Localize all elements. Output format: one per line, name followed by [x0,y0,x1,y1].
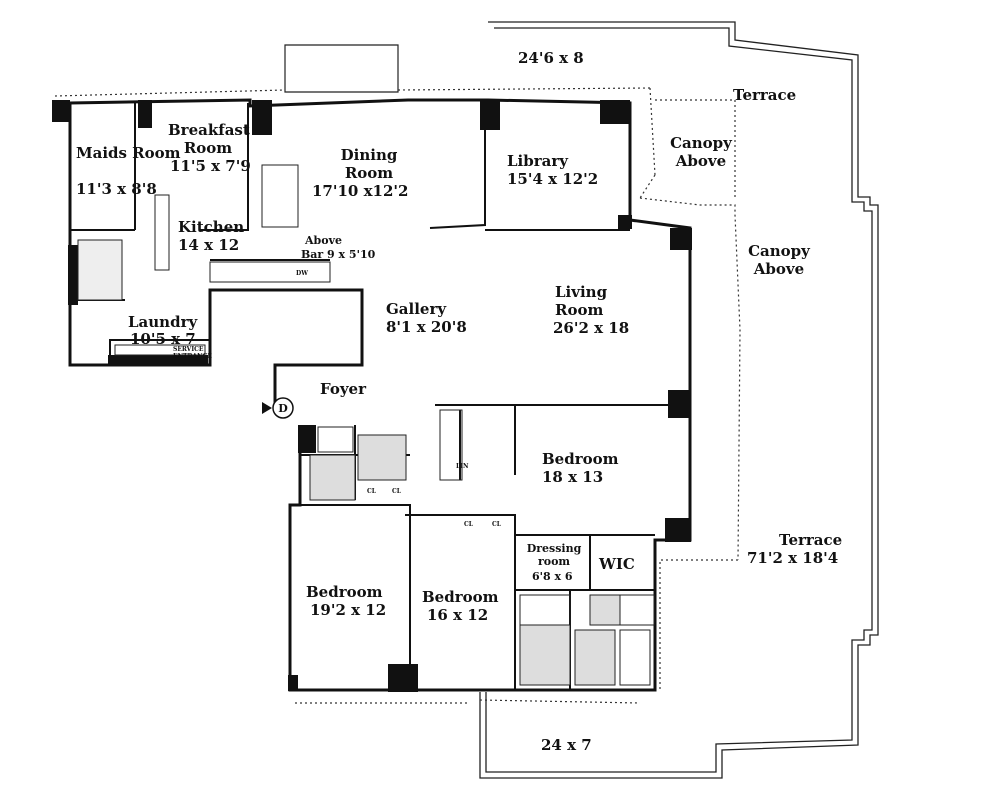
north-terrace-dims: 24'6 x 8 [518,49,584,67]
library-dims: 15'4 x 12'2 [507,170,599,188]
canopy-label-1: Canopy Above [670,134,732,170]
wall-columns [52,100,692,692]
south-terrace-dims: 24 x 7 [541,736,592,754]
terrace-name-north: Terrace [733,86,797,104]
terrace-name-east: Terrace [779,531,843,549]
kitchen-name: Kitchen [178,218,245,236]
maids-room-dims: 11'3 x 8'8 [76,180,157,198]
gallery-dims: 8'1 x 20'8 [386,318,467,336]
bedroom-s-name: Bedroom [422,588,499,606]
bedroom-sw-dims: 19'2 x 12 [310,601,387,619]
breakfast-room-dims: 11'5 x 7'9 [170,157,251,175]
dotted-boundaries [54,87,741,704]
foyer-name: Foyer [320,380,366,398]
above-label: Above [305,234,342,247]
maids-room-name: Maids Room [76,144,181,162]
terrace-east-dims: 71'2 x 18'4 [747,549,839,567]
closet-label-4: CL [492,521,501,528]
bedroom-east-name: Bedroom [542,450,619,468]
closet-label-3: CL [464,521,473,528]
dining-room-name: Dining Room [340,146,398,182]
terrace-outline [284,21,879,779]
closet-label-1: CL [367,488,376,495]
dressing-room-name: Dressing room [526,542,582,568]
breakfast-room-name: Breakfast Room [168,121,250,157]
closet-label-2: CL [392,488,401,495]
living-room-dims: 26'2 x 18 [553,319,630,337]
bar-dims: Bar 9 x 5'10 [301,248,376,261]
wic-name: WIC [599,555,635,573]
living-room-name: Living Room [555,283,608,319]
kitchen-dims: 14 x 12 [178,236,240,254]
dressing-room-dims: 6'8 x 6 [532,570,573,583]
service-entrance-label: SERVICE ENTRANCE [173,346,212,360]
canopy-label-2: Canopy Above [748,242,810,278]
door-marker-label: D [278,402,288,415]
fixtures [77,164,655,686]
gallery-name: Gallery [386,300,447,318]
bedroom-east-dims: 18 x 13 [542,468,604,486]
library-name: Library [507,152,568,170]
entry-door-marker [262,397,294,419]
dishwasher-label: DW [296,270,308,277]
bedroom-s-dims: 16 x 12 [427,606,489,624]
laundry-name: Laundry [128,313,198,331]
dining-room-dims: 17'10 x12'2 [312,182,409,200]
linen-label: LIN [456,463,469,470]
laundry-dims: 10'5 x 7 [130,330,196,348]
bedroom-sw-name: Bedroom [306,583,383,601]
